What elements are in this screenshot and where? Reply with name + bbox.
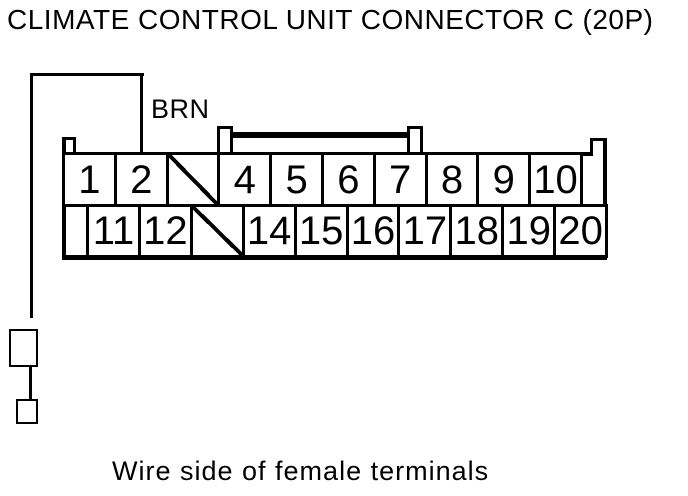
diagram-caption: Wire side of female terminals bbox=[112, 456, 490, 486]
shell-left-notch bbox=[62, 137, 76, 156]
wire-brn-left-vertical-segment bbox=[30, 73, 33, 318]
pin-cell-20: 20 bbox=[556, 204, 609, 258]
wire-brn-horizontal-segment bbox=[30, 73, 144, 76]
pin-cell-6: 6 bbox=[323, 152, 376, 207]
pin-cell-7: 7 bbox=[375, 152, 428, 207]
pin-cell-17: 17 bbox=[400, 204, 453, 258]
pin-cell-13-no-connection bbox=[192, 204, 245, 258]
terminal-symbol-small bbox=[16, 399, 38, 424]
shell-right-notch bbox=[590, 138, 607, 156]
pin-cell-3-no-connection bbox=[168, 152, 221, 207]
wire-color-label: BRN bbox=[151, 94, 210, 124]
pin-row-bottom: 11 12 14 15 16 17 18 19 20 bbox=[86, 204, 609, 258]
pin-cell-19: 19 bbox=[504, 204, 557, 258]
pin-cell-12: 12 bbox=[140, 204, 193, 258]
wire-terminal-segment bbox=[29, 367, 32, 400]
pin-cell-4: 4 bbox=[220, 152, 273, 207]
latch-bar bbox=[231, 132, 410, 138]
terminal-symbol-large bbox=[9, 329, 38, 367]
page-title: CLIMATE CONTROL UNIT CONNECTOR C (20P) bbox=[7, 4, 654, 35]
pin-cell-1: 1 bbox=[62, 152, 117, 207]
wire-brn-pin2-vertical-segment bbox=[140, 73, 143, 153]
pin-cell-8: 8 bbox=[427, 152, 480, 207]
pin-cell-10: 10 bbox=[531, 152, 583, 207]
pin-cell-9: 9 bbox=[479, 152, 532, 207]
pin-row-top: 1 2 4 5 6 7 8 9 10 bbox=[62, 152, 583, 207]
pin-cell-5: 5 bbox=[272, 152, 324, 207]
latch-post-left bbox=[217, 126, 233, 152]
pin-cell-15: 15 bbox=[296, 204, 349, 258]
pin-cell-11: 11 bbox=[86, 204, 141, 258]
pin-cell-18: 18 bbox=[452, 204, 505, 258]
pin-cell-16: 16 bbox=[348, 204, 401, 258]
pin-cell-2: 2 bbox=[116, 152, 169, 207]
latch-post-right bbox=[407, 126, 423, 152]
pin-cell-14: 14 bbox=[244, 204, 297, 258]
